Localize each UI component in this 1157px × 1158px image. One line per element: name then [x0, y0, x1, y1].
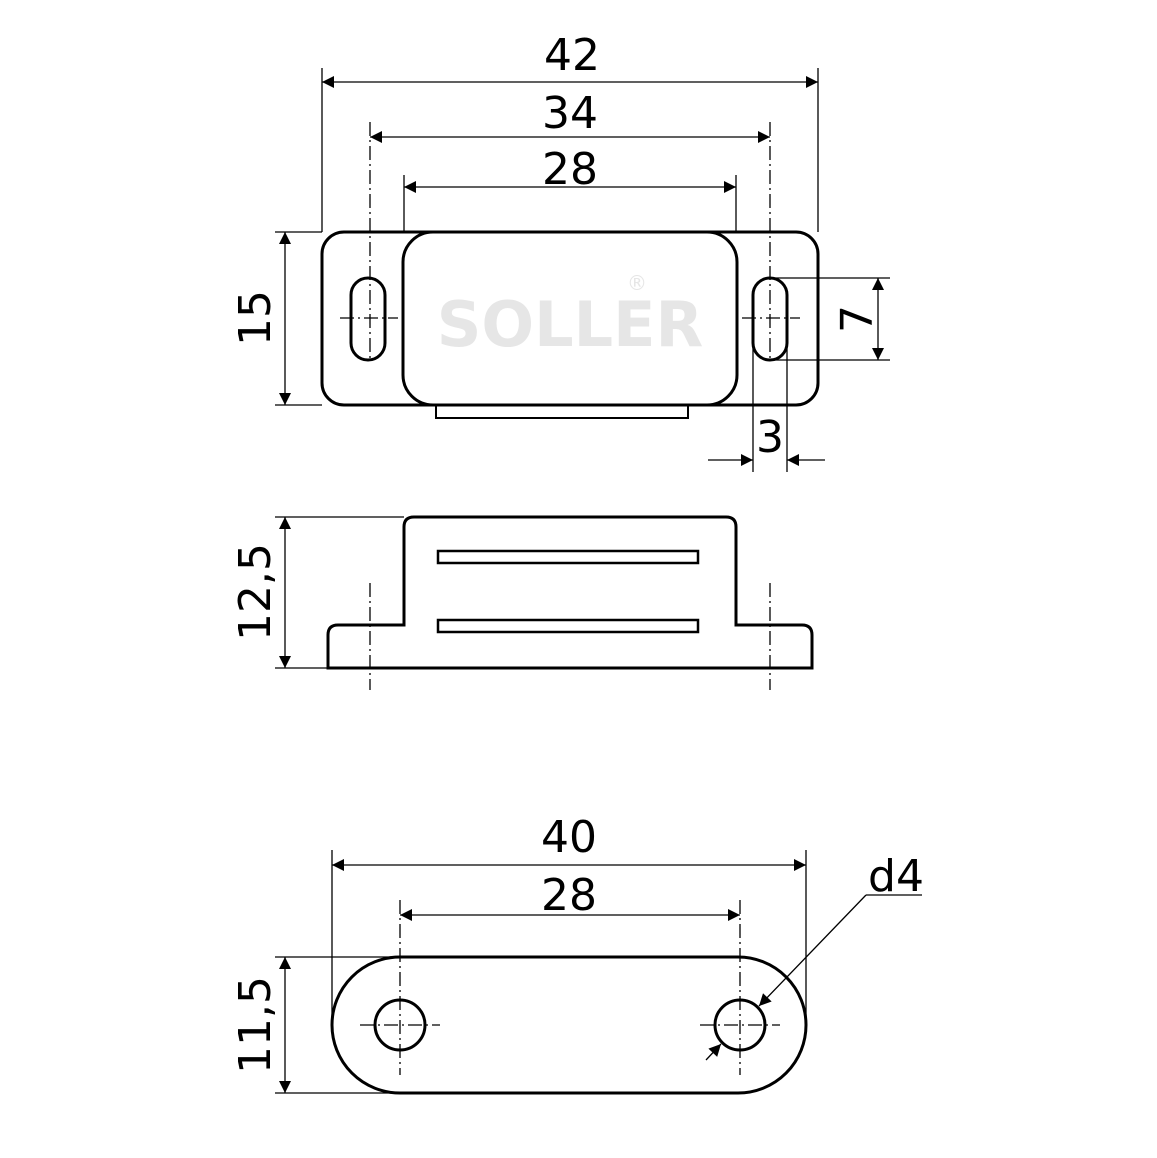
dim-40: 40: [541, 812, 597, 863]
dim-28-top: 28: [542, 144, 598, 195]
dim-42: 42: [544, 30, 600, 81]
dim-15: 15: [230, 290, 281, 346]
side-view: 12,5: [230, 515, 814, 690]
dim-3: 3: [756, 412, 784, 463]
dim-d4: d4: [868, 851, 924, 902]
dim-28-plate: 28: [541, 870, 597, 921]
dim-12-5: 12,5: [230, 543, 281, 641]
dim-7: 7: [832, 305, 883, 333]
top-view: SOLLER ® 42 34 28 15 7 3: [230, 30, 890, 472]
left-slot: [349, 276, 387, 362]
dim-34: 34: [542, 88, 598, 139]
svg-text:®: ®: [627, 271, 647, 295]
svg-text:SOLLER: SOLLER: [437, 288, 703, 361]
dim-11-5: 11,5: [230, 976, 281, 1074]
plate-view: 40 28 11,5 d4: [230, 812, 924, 1095]
logo: SOLLER ®: [437, 271, 703, 361]
